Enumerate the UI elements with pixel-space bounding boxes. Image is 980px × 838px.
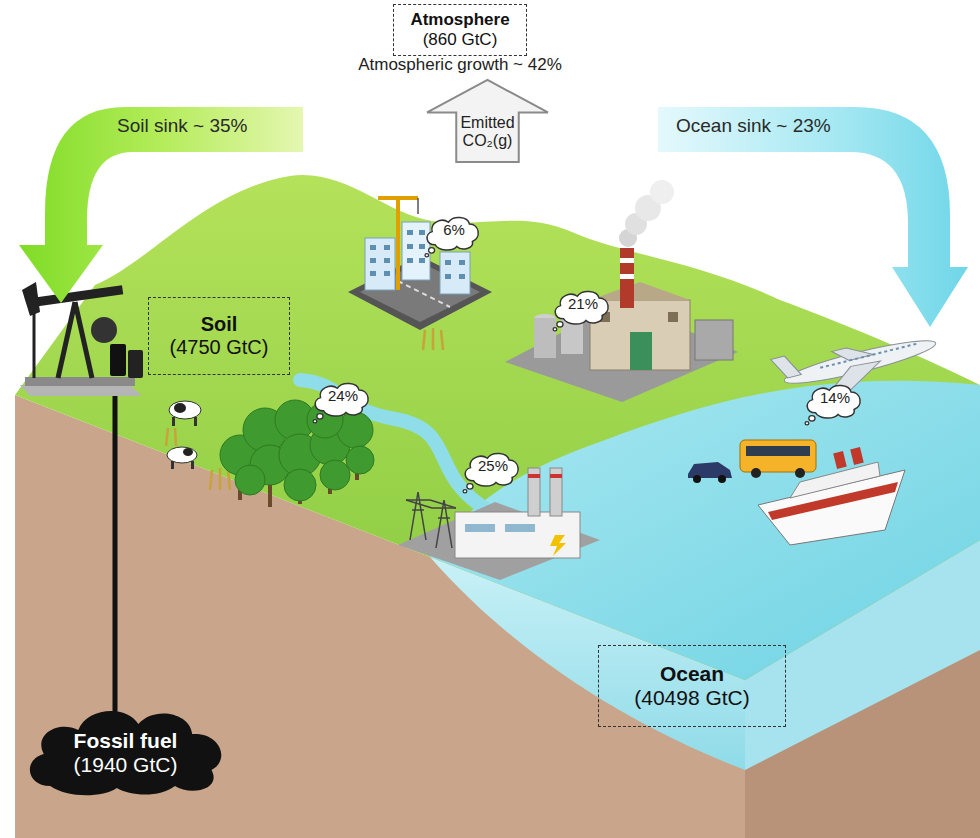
callout-bubble: 21% — [550, 288, 612, 332]
node-title: Soil — [170, 313, 269, 336]
callout-bubble: 24% — [310, 380, 372, 424]
text-group: Soil(4750 GtC) — [170, 313, 269, 359]
river — [300, 380, 512, 526]
node-text: (1940 GtC) — [74, 753, 178, 777]
airplane — [771, 320, 945, 418]
cows — [167, 401, 201, 469]
node-title: 24% — [328, 387, 358, 404]
node-title: 21% — [568, 295, 598, 312]
carbon-pool-box: Ocean(40498 GtC) — [598, 645, 786, 727]
node-title: Atmosphere — [410, 10, 509, 30]
ocean-surface — [430, 381, 980, 680]
text-group: EmittedCO₂(g) — [460, 114, 514, 151]
oil-pipe — [113, 392, 118, 720]
text-group: Atmosphere(860 GtC) — [410, 10, 509, 49]
city-construction — [348, 196, 492, 330]
node-text: (4750 GtC) — [170, 336, 269, 359]
node-text: (860 GtC) — [410, 30, 509, 50]
node-title: 6% — [443, 221, 465, 238]
callout-bubble: 6% — [422, 214, 482, 258]
node-title: 25% — [478, 457, 508, 474]
node-text: CO₂(g) — [460, 132, 514, 150]
node-text: (40498 GtC) — [634, 686, 750, 710]
bus — [740, 440, 816, 478]
text-group: Soil sink ~ 35% — [117, 115, 247, 137]
forest — [220, 400, 374, 507]
sink-arrow: Soil sink ~ 35% — [5, 95, 310, 310]
text-group: Ocean(40498 GtC) — [634, 662, 750, 710]
text-group: 24% — [328, 387, 358, 404]
wheat — [166, 328, 443, 490]
node-title: Ocean sink ~ 23% — [676, 115, 831, 137]
factory — [505, 180, 738, 402]
fossil-fuel-cloud: Fossil fuel(1940 GtC) — [18, 698, 233, 798]
car — [688, 462, 732, 483]
growth-note: Atmospheric growth ~ 42% — [330, 55, 590, 75]
text-group: Ocean sink ~ 23% — [676, 115, 831, 137]
text-group: 6% — [443, 221, 465, 238]
text-group: 21% — [568, 295, 598, 312]
sink-arrow: Ocean sink ~ 23% — [650, 95, 978, 335]
text-group: 25% — [478, 457, 508, 474]
cruise-ship — [758, 447, 905, 545]
carbon-pool-box: Atmosphere(860 GtC) — [393, 4, 527, 55]
emission-arrow-box: EmittedCO₂(g) — [425, 78, 550, 164]
text-group: Fossil fuel(1940 GtC) — [74, 729, 178, 777]
node-title: 14% — [820, 389, 850, 406]
carbon-pool-box: Soil(4750 GtC) — [148, 297, 290, 375]
node-title: Soil sink ~ 35% — [117, 115, 247, 137]
land-surface — [15, 175, 980, 680]
oil-pump — [20, 282, 143, 396]
callout-bubble: 14% — [802, 382, 864, 426]
node-title: Fossil fuel — [74, 729, 178, 753]
text-group: 14% — [820, 389, 850, 406]
callout-bubble: 25% — [460, 450, 522, 494]
node-title: Emitted — [460, 114, 514, 132]
node-title: Ocean — [634, 662, 750, 686]
